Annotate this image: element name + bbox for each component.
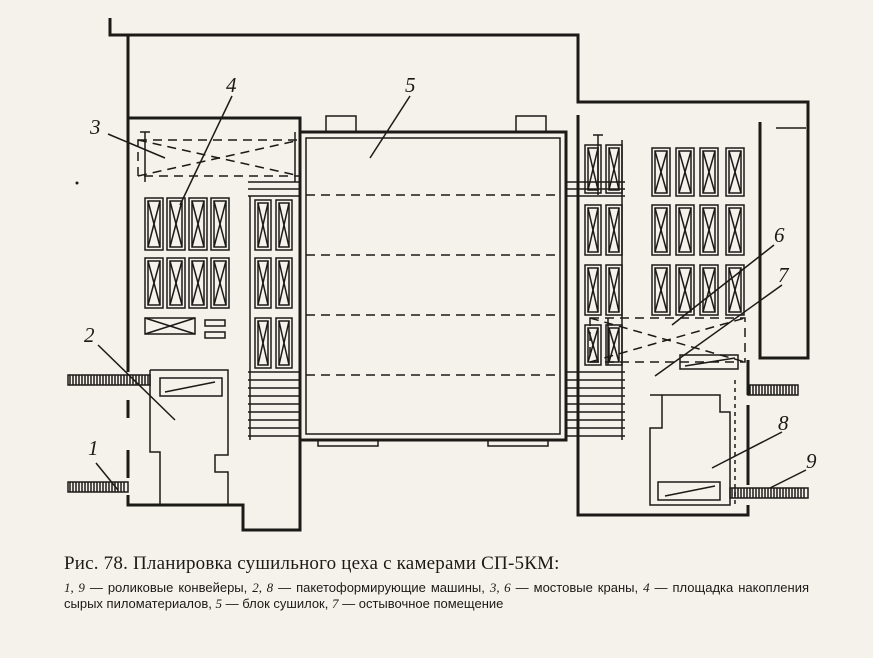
roller-conveyor-9 (729, 487, 809, 499)
transfer-rails-right (566, 140, 625, 440)
legend-entry: 7 — остывочное помещение (331, 596, 504, 611)
storage-stacks-left (144, 197, 293, 369)
crane-left (137, 131, 301, 182)
lumber-stack (144, 197, 164, 251)
lumber-stack (188, 257, 208, 309)
storage-stacks-right (584, 134, 745, 366)
lumber-stack (651, 264, 671, 316)
lumber-stack (651, 147, 671, 197)
figure-caption-title: Рис. 78. Планировка сушильного цеха с ка… (64, 553, 560, 574)
lumber-stack (605, 264, 623, 316)
packaging-machine-right (649, 380, 736, 506)
speck (75, 181, 79, 185)
dryer-block (298, 115, 568, 447)
legend-entry: 5 — блок сушилок, (215, 596, 329, 611)
lumber-stack (699, 264, 719, 316)
roller-conveyor-right-upper (747, 384, 799, 396)
lumber-stack (210, 197, 230, 251)
lumber-stack (675, 264, 695, 316)
lumber-stack (651, 204, 671, 256)
leader-lines (95, 95, 807, 491)
lumber-stack (699, 147, 719, 197)
lumber-stack (275, 199, 293, 251)
lumber-stack (605, 204, 623, 256)
lumber-stack (144, 257, 164, 309)
callout-6: 6 (774, 223, 785, 247)
lumber-stack (675, 204, 695, 256)
floor-plan-diagram: 1 2 3 4 5 6 7 8 9 (67, 18, 817, 532)
legend-entry: 1, 9 — роликовые конвейеры, (64, 580, 248, 595)
cooling-room (589, 317, 746, 370)
lumber-stack (699, 204, 719, 256)
lumber-stack (254, 317, 272, 369)
lumber-stack (725, 204, 745, 256)
callout-7: 7 (778, 263, 790, 287)
lumber-stack (275, 257, 293, 309)
lumber-stack (675, 147, 695, 197)
callout-3: 3 (89, 115, 101, 139)
roller-conveyor-left-upper (67, 374, 151, 386)
packaging-machine-left (149, 369, 229, 506)
callout-1: 1 (88, 436, 99, 460)
legend-entry: 2, 8 — пакетоформирующие машины, (252, 580, 485, 595)
lumber-stack (725, 147, 745, 197)
lumber-stack (254, 257, 272, 309)
transfer-rails-left (248, 181, 300, 440)
lumber-stack (166, 197, 186, 251)
lumber-stack (584, 204, 602, 256)
figure-legend: 1, 9 — роликовые конвейеры, 2, 8 — пакет… (64, 580, 809, 612)
callout-labels: 1 2 3 4 5 6 7 8 9 (84, 73, 817, 473)
lumber-stack (210, 257, 230, 309)
callout-8: 8 (778, 411, 789, 435)
callout-4: 4 (226, 73, 237, 97)
callout-5: 5 (405, 73, 416, 97)
lumber-stack (166, 257, 186, 309)
lumber-stack (188, 197, 208, 251)
callout-2: 2 (84, 323, 95, 347)
lumber-stack (605, 144, 623, 194)
lumber-stack (275, 317, 293, 369)
roller-conveyor-1 (67, 481, 129, 493)
callout-9: 9 (806, 449, 817, 473)
lumber-stack (584, 324, 602, 366)
lumber-stack (725, 264, 745, 316)
legend-entry: 3, 6 — мостовые краны, (489, 580, 639, 595)
lumber-stack (584, 264, 602, 316)
lumber-stack (254, 199, 272, 251)
legend-entry: 4 — площадка накопления сырых пиломатери… (64, 580, 810, 611)
